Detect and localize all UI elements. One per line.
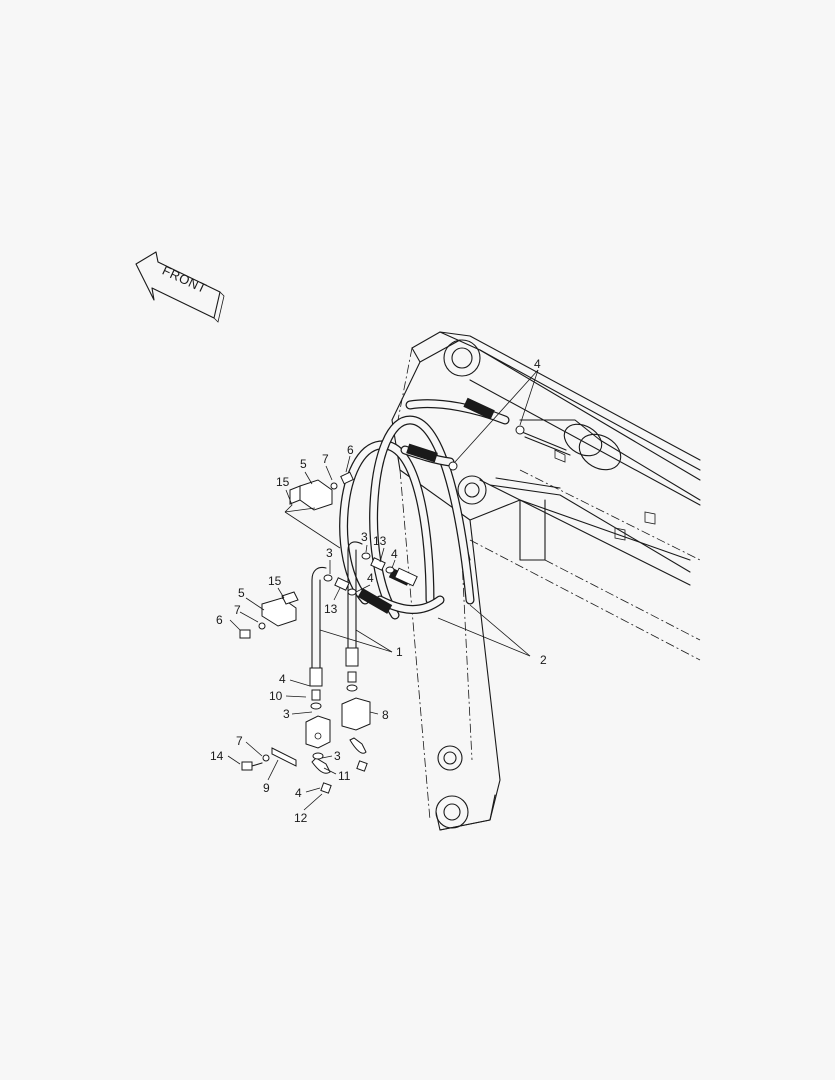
arm-phantom-lines bbox=[397, 347, 701, 821]
callout-11: 11 bbox=[338, 769, 351, 783]
callout-1: 1 bbox=[396, 645, 403, 659]
callout-7: 7 bbox=[234, 603, 241, 617]
callout-4: 4 bbox=[534, 357, 541, 371]
callout-4: 4 bbox=[279, 672, 286, 686]
callout-13: 13 bbox=[373, 534, 387, 548]
callout-4: 4 bbox=[295, 786, 302, 800]
callout-3: 3 bbox=[334, 749, 341, 763]
callout-2: 2 bbox=[540, 653, 547, 667]
callout-6: 6 bbox=[347, 443, 354, 457]
callout-3: 3 bbox=[361, 530, 368, 544]
callout-labels: 4 6 7 5 15 3 13 3 4 4 13 15 5 7 6 1 2 4 … bbox=[210, 357, 547, 825]
callout-9: 9 bbox=[263, 781, 270, 795]
callout-15: 15 bbox=[276, 475, 290, 489]
callout-6: 6 bbox=[216, 613, 223, 627]
boom-structure bbox=[391, 331, 701, 831]
callout-10: 10 bbox=[269, 689, 283, 703]
callout-5: 5 bbox=[300, 457, 307, 471]
front-arrow-icon: FRONT bbox=[135, 251, 225, 323]
steel-pipes-1 bbox=[309, 541, 363, 710]
callout-3: 3 bbox=[326, 546, 333, 560]
callout-4: 4 bbox=[367, 571, 374, 585]
callout-13: 13 bbox=[324, 602, 338, 616]
callout-7: 7 bbox=[322, 452, 329, 466]
callout-4: 4 bbox=[391, 547, 398, 561]
hose-assembly-2 bbox=[339, 397, 525, 620]
front-arrow-label: FRONT bbox=[160, 263, 209, 297]
callout-8: 8 bbox=[382, 708, 389, 722]
callout-15: 15 bbox=[268, 574, 282, 588]
callout-5: 5 bbox=[238, 586, 245, 600]
leader-lines bbox=[227, 369, 539, 811]
fittings-and-blocks bbox=[239, 471, 418, 794]
callout-3: 3 bbox=[283, 707, 290, 721]
callout-14: 14 bbox=[210, 749, 224, 763]
callout-12: 12 bbox=[294, 811, 308, 825]
callout-7: 7 bbox=[236, 734, 243, 748]
